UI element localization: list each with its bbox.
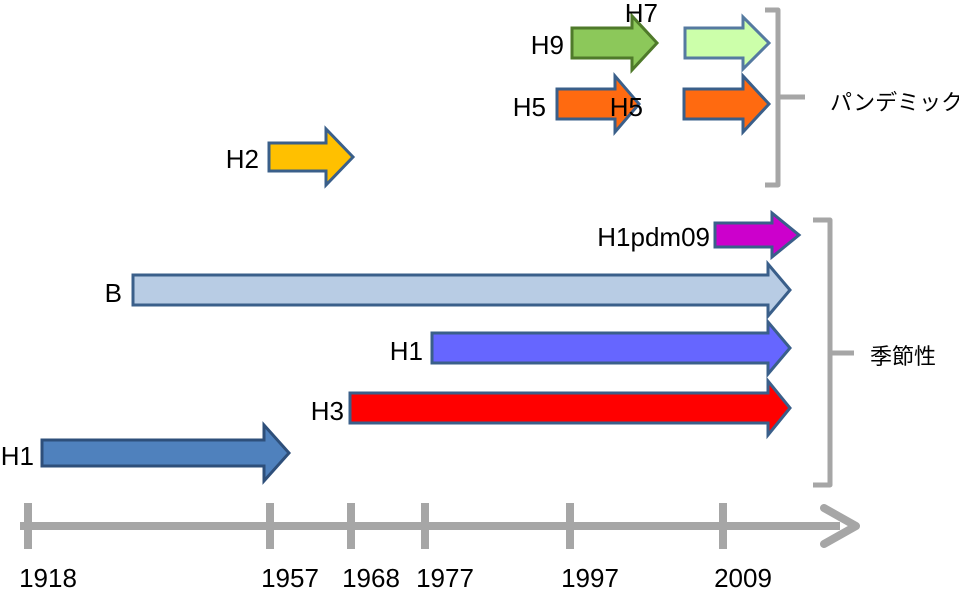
seasonal-bracket — [813, 217, 854, 488]
subtype-arrow: H7 — [625, 0, 772, 73]
subtype-arrow: H1 — [1, 421, 292, 485]
arrow-shape — [682, 72, 772, 136]
subtype-label: H5 — [513, 92, 546, 122]
year-label: 1977 — [416, 563, 474, 589]
arrow-shape — [40, 421, 292, 485]
subtype-label: H1pdm09 — [597, 222, 710, 252]
seasonal-group-label: 季節性 — [870, 344, 936, 369]
subtype-arrow: H5 — [610, 72, 772, 136]
subtype-label: H1 — [390, 336, 423, 366]
subtype-arrow: H1 — [390, 317, 792, 379]
arrow-shape — [713, 209, 802, 261]
arrow-shape — [555, 71, 641, 137]
subtype-label: H5 — [610, 92, 643, 122]
subtype-label: B — [105, 278, 122, 308]
arrow-shape — [131, 259, 792, 321]
timeline-axis: 1918 1957 1968 1977 1997 2009 — [19, 503, 860, 589]
pandemic-bracket — [765, 7, 805, 188]
subtype-label: H7 — [625, 0, 658, 28]
pandemic-group-label: パンデミック — [830, 90, 959, 115]
arrow-shape — [267, 125, 356, 189]
subtype-label: H9 — [531, 30, 564, 60]
subtype-arrow: H9 — [531, 12, 660, 74]
arrow-shape — [348, 376, 792, 440]
subtype-arrow: H3 — [311, 376, 792, 440]
subtype-arrow: B — [105, 259, 792, 321]
subtype-arrow: H5 — [513, 71, 641, 137]
year-label: 2009 — [714, 563, 772, 589]
arrow-shape — [570, 12, 660, 74]
subtype-label: H2 — [226, 144, 259, 174]
year-label: 1997 — [561, 563, 619, 589]
arrow-shape — [683, 13, 772, 73]
axis-arrowhead — [820, 504, 860, 548]
arrow-shape — [430, 317, 792, 379]
subtype-label: H3 — [311, 396, 344, 426]
subtype-arrow: H1pdm09 — [597, 209, 802, 261]
year-label: 1918 — [19, 563, 77, 589]
year-label: 1968 — [342, 563, 400, 589]
year-label: 1957 — [261, 563, 319, 589]
subtype-arrow: H2 — [226, 125, 356, 189]
subtype-label: H1 — [1, 441, 34, 471]
